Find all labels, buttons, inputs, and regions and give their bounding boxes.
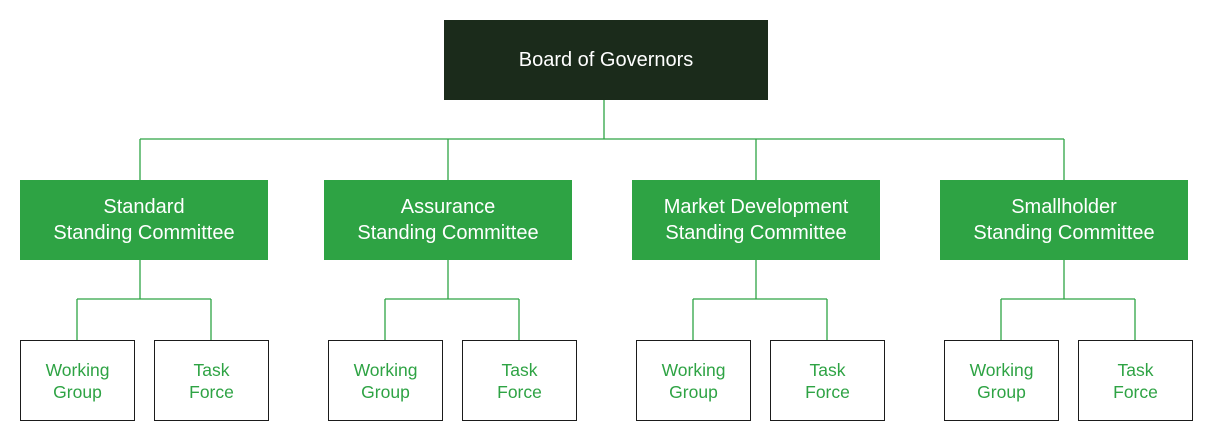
node-label-line2: Group bbox=[53, 381, 102, 402]
task-force-node: Task Force bbox=[770, 340, 885, 421]
working-group-node: Working Group bbox=[944, 340, 1059, 421]
node-label-line1: Working bbox=[353, 359, 418, 380]
task-force-node: Task Force bbox=[154, 340, 269, 421]
working-group-node: Working Group bbox=[328, 340, 443, 421]
task-force-node: Task Force bbox=[462, 340, 577, 421]
node-label-line1: Standard bbox=[103, 196, 185, 218]
node-label-line2: Standing Committee bbox=[53, 222, 235, 244]
node-label-line1: Working bbox=[969, 359, 1034, 380]
node-label-line2: Standing Committee bbox=[357, 222, 539, 244]
node-label-line1: Working bbox=[45, 359, 110, 380]
node-label-line2: Group bbox=[361, 381, 410, 402]
market-development-committee-node: Market Development Standing Committee bbox=[632, 180, 880, 260]
node-label-line1: Market Development bbox=[663, 196, 849, 218]
node-label-line2: Standing Committee bbox=[973, 222, 1155, 244]
smallholder-committee-node: Smallholder Standing Committee bbox=[940, 180, 1188, 260]
board-of-governors-node: Board of Governors bbox=[444, 20, 768, 100]
node-label-line1: Smallholder bbox=[1011, 196, 1117, 218]
node-label-line1: Task bbox=[501, 359, 538, 380]
task-force-node: Task Force bbox=[1078, 340, 1193, 421]
node-label-line1: Assurance bbox=[400, 196, 496, 218]
working-group-node: Working Group bbox=[20, 340, 135, 421]
node-label-line2: Standing Committee bbox=[665, 222, 847, 244]
node-label-line2: Force bbox=[805, 381, 850, 402]
node-label-line1: Task bbox=[193, 359, 230, 380]
node-label-line2: Force bbox=[497, 381, 542, 402]
node-label-line1: Task bbox=[1117, 359, 1154, 380]
working-group-node: Working Group bbox=[636, 340, 751, 421]
node-label: Board of Governors bbox=[518, 48, 694, 71]
node-label-line2: Force bbox=[1113, 381, 1158, 402]
node-label-line2: Group bbox=[977, 381, 1026, 402]
standard-committee-node: Standard Standing Committee bbox=[20, 180, 268, 260]
node-label-line2: Group bbox=[669, 381, 718, 402]
node-label-line2: Force bbox=[189, 381, 234, 402]
node-label-line1: Task bbox=[809, 359, 846, 380]
assurance-committee-node: Assurance Standing Committee bbox=[324, 180, 572, 260]
node-label-line1: Working bbox=[661, 359, 726, 380]
